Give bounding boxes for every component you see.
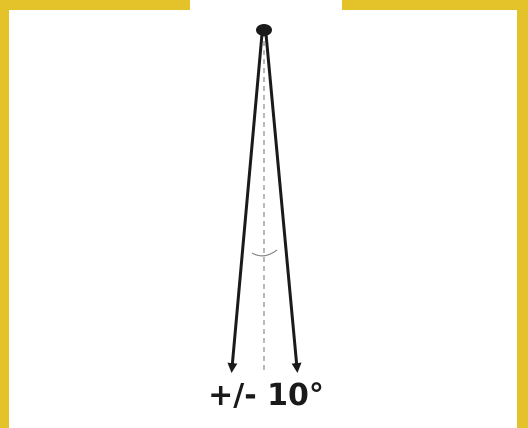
left-arrow-line	[227, 33, 264, 373]
border-right	[517, 0, 528, 428]
angle-label: +/- 10°	[208, 378, 324, 413]
border-top-left	[0, 0, 190, 10]
border-top-right	[342, 0, 528, 10]
right-arrow-line	[264, 33, 302, 373]
pivot-point	[256, 24, 272, 36]
border-left	[0, 0, 9, 428]
angle-arc	[251, 249, 278, 257]
